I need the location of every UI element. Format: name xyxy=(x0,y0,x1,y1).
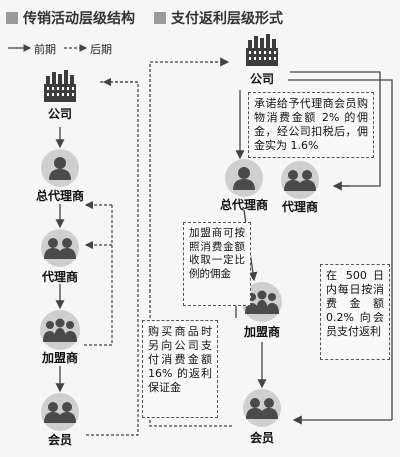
franchisee-fee-note: 加盟商可按照消费金额收取一定比例的佣金 xyxy=(183,222,251,306)
left-general-agent-icon xyxy=(41,149,79,187)
left-general-agent-label: 总代理商 xyxy=(35,189,84,203)
left-company-icon xyxy=(44,70,76,102)
member-rebate-note: 在 500 日内每日按消费金额 0.2% 向会员支付返利 xyxy=(320,264,390,360)
left-dashed-outer-line xyxy=(85,81,139,436)
left-dashed-inner-line xyxy=(84,205,113,346)
title-square-icon xyxy=(6,12,18,24)
left-agent-label: 代理商 xyxy=(41,270,78,284)
left-franchisee-label: 加盟商 xyxy=(41,351,78,365)
left-member-label: 会员 xyxy=(47,433,72,447)
right-commission-loop xyxy=(290,71,381,187)
left-company-label: 公司 xyxy=(47,107,72,121)
right-rebate-line xyxy=(288,79,393,420)
right-panel-title: 支付返利层级形式 xyxy=(154,8,283,28)
right-general-agent-icon xyxy=(225,159,263,197)
right-agent-icon xyxy=(281,161,319,199)
left-member-icon xyxy=(41,393,79,431)
legend-early-label: 前期 xyxy=(34,43,56,56)
legend xyxy=(8,44,88,52)
right-deposit-up-line xyxy=(149,61,226,292)
legend-late-label: 后期 xyxy=(90,43,112,56)
right-agent-label: 代理商 xyxy=(281,200,318,214)
title-square-icon xyxy=(154,12,166,24)
right-company-icon xyxy=(246,34,278,66)
right-member-icon xyxy=(243,389,281,427)
left-agent-icon xyxy=(41,229,79,267)
right-company-label: 公司 xyxy=(249,72,274,86)
right-general-agent-label: 总代理商 xyxy=(219,198,268,212)
right-member-label: 会员 xyxy=(249,431,274,445)
deposit-note: 购买商品时另向公司支付消费金额16% 的返利保证金 xyxy=(142,320,218,418)
right-franchisee-label: 加盟商 xyxy=(243,325,280,339)
left-panel-title: 传销活动层级结构 xyxy=(6,8,135,28)
left-franchisee-icon xyxy=(40,310,80,350)
agent-commission-note: 承诺给予代理商会员购物消费金额 2% 的佣金，经公司扣税后，佣金实为 1.6% xyxy=(248,92,374,158)
